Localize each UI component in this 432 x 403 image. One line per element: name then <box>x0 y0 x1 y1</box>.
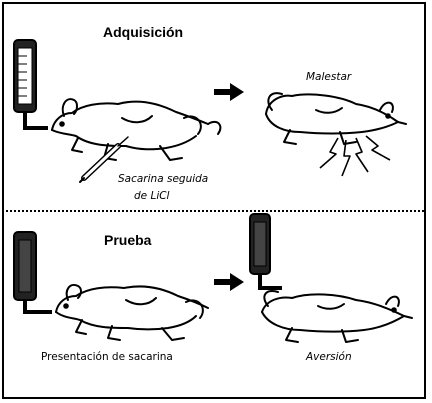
acquisition-outcome-label: Malestar <box>306 71 351 83</box>
arrow-right-icon <box>214 83 244 101</box>
sick-rat-icon <box>266 93 406 144</box>
acquisition-title: Adquisición <box>103 24 183 40</box>
test-caption: Presentación de sacarina <box>41 351 173 363</box>
drinking-tube-icon <box>250 214 282 288</box>
arrow-right-icon <box>214 273 244 291</box>
averse-rat-icon <box>262 291 412 342</box>
drinking-tube-icon <box>14 40 48 128</box>
acquisition-caption-line1: Sacarina seguida <box>118 173 208 185</box>
drinking-tube-icon <box>14 232 52 312</box>
acquisition-caption-line2: de LiCl <box>134 190 169 202</box>
rat-drinking-icon <box>56 285 208 340</box>
rat-drinking-icon <box>52 99 220 160</box>
test-title: Prueba <box>104 232 151 248</box>
test-outcome-label: Aversión <box>306 351 352 363</box>
section-divider <box>6 210 424 212</box>
